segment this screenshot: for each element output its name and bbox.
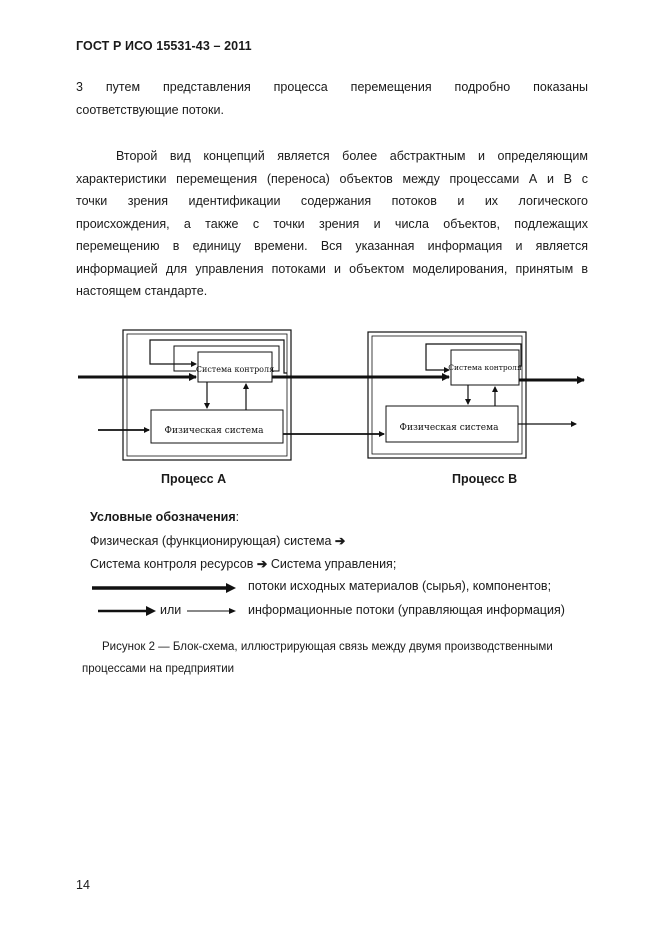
legend-text: Физическая (функционирующая) система — [90, 534, 332, 548]
process-a-physical-box — [150, 409, 284, 444]
process-b-control-box — [450, 349, 520, 386]
thin-arrow-icon — [187, 608, 236, 614]
document-header: ГОСТ Р ИСО 15531-43 – 2011 — [76, 39, 252, 53]
paragraph-line: точки зрения идентификации содержания по… — [76, 194, 588, 208]
process-a-frame — [122, 329, 292, 461]
legend-title: Условные обозначения: — [90, 510, 239, 524]
legend-text: Система управления; — [270, 557, 397, 571]
block-diagram: Система контроля Физическая система Сист… — [78, 329, 585, 461]
process-a-caption: Процесс А — [161, 472, 227, 486]
process-a-control-box — [197, 351, 273, 383]
paragraph-2: Второй вид концепций является более абст… — [76, 145, 588, 303]
paragraph-line: характеристики перемещения (переноса) об… — [76, 171, 588, 186]
thick-arrow-icon — [92, 583, 236, 593]
process-a-control-label: Система контроля — [196, 365, 274, 374]
flow-arrows — [78, 339, 585, 437]
legend-or: или — [160, 603, 182, 617]
paragraph-line: перемещению в единицу времени. Вся указа… — [76, 239, 588, 253]
figure-caption-line-1: Рисунок 2 — Блок-схема, иллюстрирующая с… — [102, 641, 553, 653]
page-number: 14 — [76, 878, 90, 892]
process-a-physical-label: Физическая система — [165, 426, 265, 436]
paragraph-line: 3 путем представления процесса перемещен… — [76, 80, 588, 94]
process-b-physical-label: Физическая система — [400, 423, 500, 433]
arrow-right-icon: ➔ — [334, 534, 346, 548]
legend-line-4: информационные потоки (управляющая инфор… — [248, 603, 565, 617]
process-b-frame — [367, 331, 527, 459]
paragraph-line: происхождения, а также с точки зрения и … — [76, 216, 588, 231]
paragraph-line: Второй вид концепций является более абст… — [116, 149, 588, 163]
paragraph-line: соответствующие потоки. — [76, 102, 224, 117]
legend-line-2: Система контроля ресурсов ➔ Система упра… — [90, 556, 396, 571]
arrow-right-icon: ➔ — [256, 557, 268, 571]
legend-title-colon: : — [235, 510, 240, 524]
medium-arrow-icon — [98, 606, 156, 616]
figure-caption-line-2: процессами на предприятии — [82, 663, 235, 675]
process-b-control-label: Система контроля — [448, 363, 522, 372]
legend-line-1: Физическая (функционирующая) система ➔ — [90, 533, 345, 548]
legend-line-3: потоки исходных материалов (сырья), комп… — [248, 579, 552, 593]
legend-title-text: Условные обозначения — [90, 510, 236, 524]
paragraph-line: настоящем стандарте. — [76, 284, 208, 298]
process-b-caption: Процесс В — [452, 472, 518, 486]
paragraph-line: информацией для управления потоками и об… — [76, 261, 588, 276]
paragraph-1: 3 путем представления процесса перемещен… — [76, 76, 588, 121]
legend-text: Система контроля ресурсов — [90, 557, 254, 571]
